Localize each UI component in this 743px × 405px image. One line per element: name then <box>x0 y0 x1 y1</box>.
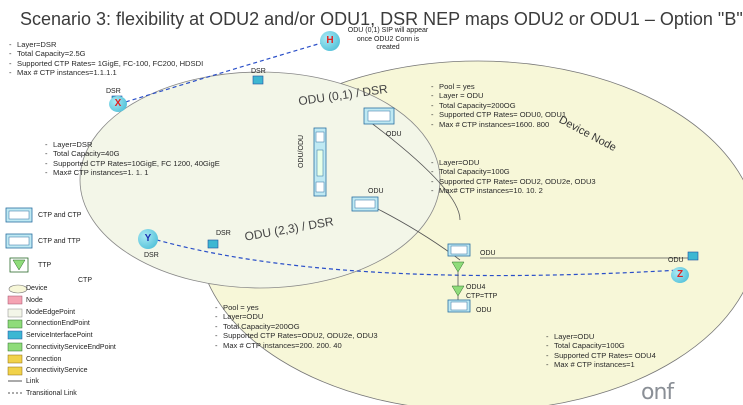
dsr-cep-y <box>207 239 219 249</box>
dsr-label-top: DSR <box>251 68 266 75</box>
list-item: Total Capacity=2.5G <box>9 49 203 59</box>
connection-y-to-z <box>149 237 681 277</box>
legend-service-interface-point: ServiceInterfacePoint <box>26 332 93 339</box>
nep-box-lower[interactable] <box>351 196 379 212</box>
legend-graphics <box>5 207 33 394</box>
legend-connectivity-service: ConnectivityService <box>26 367 88 374</box>
top-left-properties: Layer=DSR Total Capacity=2.5G Supported … <box>8 40 203 78</box>
odu-lower-right-label: ODU <box>476 307 492 314</box>
list-item: Supported CTP Rates=10GigE, FC 1200, 40G… <box>45 159 220 169</box>
legend-node-edge-point: NodeEdgePoint <box>26 309 76 316</box>
mid-left-properties: Layer=DSR Total Capacity=40G Supported C… <box>44 140 220 178</box>
legend-connection-end-point: ConnectionEndPoint <box>26 320 90 327</box>
page-title: Scenario 3: flexibility at ODU2 and/or O… <box>20 9 743 29</box>
legend-connection: Connection <box>26 356 62 363</box>
list-item: Supported CTP Rates= ODU0, ODU1 <box>431 110 566 120</box>
sip-h-label: H <box>326 35 334 46</box>
odu4-note: ODU4 CTP=TTP <box>466 284 498 300</box>
list-item: Total Capacity=100G <box>546 341 656 351</box>
odu-lower-label: ODU <box>368 188 384 195</box>
list-item: Total Capacity=100G <box>431 167 596 177</box>
bottom-right-properties: Layer=ODU Total Capacity=100G Supported … <box>545 332 656 370</box>
list-item: Layer=ODU <box>546 332 656 342</box>
list-item: Supported CTP Rates= ODU4 <box>546 351 656 361</box>
odu-box-label: ODU <box>386 131 402 138</box>
legend-node: Node <box>26 297 43 304</box>
list-item: Max # CTP instances=200. 200. 40 <box>215 341 378 351</box>
sip-note: ODU (0,1) SIP will appear once ODU2 Conn… <box>347 27 429 51</box>
odu-right-label: ODU <box>668 257 684 264</box>
mid-right-properties: Layer=ODU Total Capacity=100G Supported … <box>430 158 596 196</box>
list-item: Supported CTP Rates= ODU2, ODU2e, ODU3 <box>431 177 596 187</box>
sip-z-label: Z <box>676 269 684 280</box>
list-item: Layer=DSR <box>45 140 220 150</box>
odu-right-mid-label: ODU <box>480 250 496 257</box>
nep-box-right[interactable] <box>447 243 471 257</box>
legend-ttp: TTP <box>38 262 52 269</box>
list-item: Max # CTP instances=1 <box>546 360 656 370</box>
list-item: Layer = ODU <box>431 91 566 101</box>
ttp-triangle-2 <box>451 261 465 273</box>
list-item: Max# CTP instances=1. 1. 1 <box>45 168 220 178</box>
nep-box-top[interactable] <box>363 107 395 125</box>
top-right-properties: Pool = yes Layer = ODU Total Capacity=20… <box>430 82 566 129</box>
list-item: Max# CTP instances=10. 10. 2 <box>431 186 596 196</box>
list-item: Total Capacity=200OG <box>215 322 378 332</box>
list-item: Pool = yes <box>215 303 378 313</box>
list-item: Supported CTP Rates= 1GigE, FC-100, FC20… <box>9 59 203 69</box>
list-item: Layer=DSR <box>9 40 203 50</box>
bottom-center-properties: Pool = yes Layer=ODU Total Capacity=200O… <box>214 303 378 350</box>
legend-ctp: CTP <box>78 277 92 284</box>
dsr-label-x: DSR <box>106 88 121 95</box>
list-item: Max # CTP instances=1.1.1.1 <box>9 68 203 78</box>
sip-y-label: Y <box>144 233 152 244</box>
legend-ctp-and-ttp: CTP and TTP <box>38 238 81 245</box>
sip-h[interactable]: H <box>320 31 340 51</box>
ttp-triangle <box>451 285 465 297</box>
list-item: Layer=ODU <box>215 312 378 322</box>
sip-y[interactable]: Y <box>138 229 158 249</box>
list-item: Pool = yes <box>431 82 566 92</box>
list-item: Max # CTP instances=1600. 800 <box>431 120 566 130</box>
legend-link: Link <box>26 378 39 385</box>
onf-logo: onf <box>641 380 674 405</box>
link-odu-box-to-z <box>369 121 461 221</box>
legend-transitional-link: Transitional Link <box>26 390 77 397</box>
dsr-label-y-right: DSR <box>216 230 231 237</box>
sip-x[interactable]: X <box>109 96 127 112</box>
odu-stack-label: ODU/ODU <box>298 134 305 168</box>
list-item: Supported CTP Rates=ODU2, ODU2e, ODU3 <box>215 331 378 341</box>
dsr-node-ellipse <box>79 71 441 289</box>
nep-box-bottom[interactable] <box>447 299 471 313</box>
legend-device: Device <box>26 285 48 292</box>
list-item: Total Capacity=200OG <box>431 101 566 111</box>
dsr-cep-top <box>252 75 264 85</box>
connection-x-to-h <box>118 41 326 105</box>
odu-cep-right <box>687 251 699 261</box>
sip-z[interactable]: Z <box>671 267 689 283</box>
legend-connectivity-service-end-point: ConnectivityServiceEndPoint <box>26 344 116 351</box>
list-item: Layer=ODU <box>431 158 596 168</box>
legend-ctp-and-ctp: CTP and CTP <box>38 212 82 219</box>
sip-x-label: X <box>114 98 122 109</box>
dsr-label-y-below: DSR <box>144 252 159 259</box>
list-item: Total Capacity=40G <box>45 149 220 159</box>
